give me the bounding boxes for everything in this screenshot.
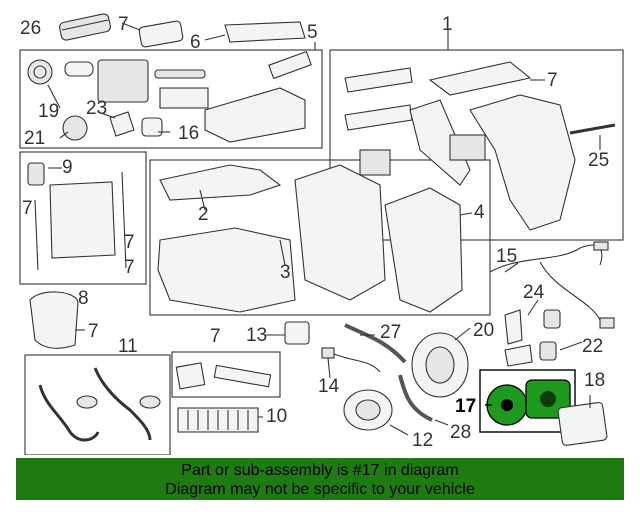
part-8-core bbox=[34, 171, 127, 271]
callout-2: 2 bbox=[198, 204, 209, 225]
callout-14: 14 bbox=[318, 376, 340, 397]
part-6-filter-block bbox=[224, 21, 306, 43]
part-7-duct bbox=[29, 291, 79, 349]
part-7-bezel bbox=[138, 20, 184, 48]
part-18-motor bbox=[557, 401, 608, 446]
part-11-pipes bbox=[38, 367, 161, 442]
callout-7-box8: 7 bbox=[22, 198, 33, 219]
callout-25: 25 bbox=[588, 150, 609, 171]
callout-8: 8 bbox=[78, 288, 89, 309]
callout-7-filters: 7 bbox=[210, 326, 221, 347]
callout-26: 26 bbox=[20, 18, 41, 39]
callout-10: 10 bbox=[266, 406, 287, 427]
callout-16: 16 bbox=[178, 123, 199, 144]
part-2-cover bbox=[159, 164, 282, 201]
callout-6: 6 bbox=[190, 32, 201, 53]
part-5-case bbox=[204, 87, 306, 143]
part-12-blower-motor bbox=[343, 389, 393, 431]
callout-9: 9 bbox=[62, 157, 73, 178]
part-26-vent bbox=[59, 13, 111, 41]
part-5-bars bbox=[154, 50, 312, 109]
info-banner: Part or sub-assembly is #17 in diagram D… bbox=[16, 458, 624, 500]
leader-lines bbox=[47, 22, 601, 436]
part-1-housing bbox=[359, 94, 576, 231]
callout-7-box1: 7 bbox=[547, 70, 558, 91]
callout-27: 27 bbox=[380, 322, 401, 343]
callout-21: 21 bbox=[24, 128, 45, 149]
part-14-sensor bbox=[321, 347, 381, 373]
part-25-pin bbox=[569, 123, 616, 135]
part-9-sensor bbox=[27, 162, 45, 186]
callout-1: 1 bbox=[442, 14, 453, 35]
part-27-hose bbox=[344, 323, 407, 364]
callout-18: 18 bbox=[584, 370, 605, 391]
part-28-hose bbox=[398, 374, 433, 422]
part-22-connectors bbox=[539, 309, 561, 361]
callout-7-top: 7 bbox=[118, 14, 129, 35]
banner-line-2: Diagram may not be specific to your vehi… bbox=[165, 481, 475, 498]
callout-20: 20 bbox=[473, 320, 494, 341]
part-4-case bbox=[384, 187, 463, 313]
part-16-actuator bbox=[141, 117, 163, 137]
part-center-case bbox=[294, 164, 386, 301]
part-21-gear bbox=[62, 115, 88, 141]
group-box-8 bbox=[19, 151, 147, 285]
callout-13: 13 bbox=[246, 325, 267, 346]
part-15-harness bbox=[489, 241, 615, 329]
callout-22: 22 bbox=[582, 336, 603, 357]
callout-11: 11 bbox=[118, 336, 138, 357]
part-24-actuators bbox=[504, 309, 533, 367]
part-3-lower-case bbox=[157, 227, 296, 313]
callout-4: 4 bbox=[474, 202, 485, 223]
part-23-bracket bbox=[109, 111, 135, 137]
parts-diagram: 26 7 6 5 1 7 19 23 21 16 25 9 7 2 4 7 7 … bbox=[19, 13, 624, 455]
callout-5: 5 bbox=[307, 22, 318, 43]
group-box-11 bbox=[24, 354, 171, 455]
callout-7-box8-bottom: 7 bbox=[124, 257, 135, 278]
callout-12: 12 bbox=[412, 430, 433, 451]
part-23-actuator bbox=[64, 59, 149, 103]
callout-19: 19 bbox=[38, 101, 59, 122]
group-box-1 bbox=[329, 49, 624, 241]
part-1-doors bbox=[344, 61, 532, 131]
part-10-cabin-filter bbox=[177, 407, 259, 433]
group-box-7-filters bbox=[171, 351, 281, 398]
callout-7-duct: 7 bbox=[88, 321, 99, 342]
group-box-5 bbox=[19, 49, 323, 149]
callout-28: 28 bbox=[450, 422, 471, 443]
callout-23: 23 bbox=[86, 98, 107, 119]
part-7-filter-strips bbox=[175, 362, 272, 390]
part-13-resistor bbox=[284, 321, 310, 345]
part-20-fan-wheel bbox=[411, 332, 469, 398]
callout-7-box8-right: 7 bbox=[124, 232, 135, 253]
group-box-17 bbox=[479, 369, 576, 433]
group-box-housing bbox=[149, 159, 491, 316]
part-19-gear bbox=[27, 59, 53, 85]
callout-15: 15 bbox=[496, 246, 517, 267]
callout-3: 3 bbox=[280, 262, 291, 283]
callout-24: 24 bbox=[523, 282, 545, 303]
callout-17: 17 bbox=[455, 396, 476, 417]
banner-line-1: Part or sub-assembly is #17 in diagram bbox=[181, 462, 459, 479]
part-17-actuator bbox=[486, 379, 571, 426]
